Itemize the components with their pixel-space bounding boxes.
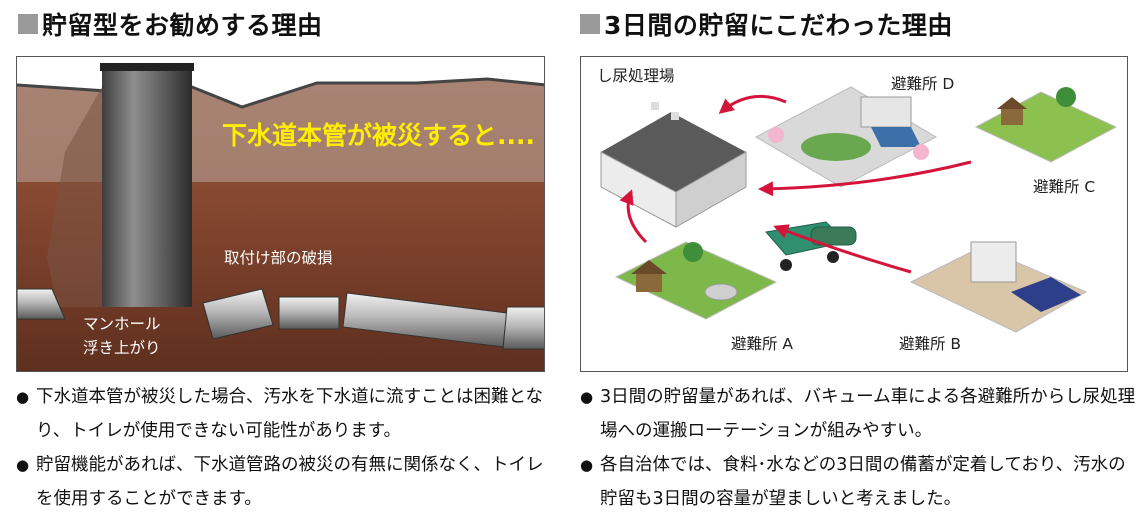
- list-item: ● 各自治体では、食料･水などの3日間の備蓄が定着しており、汚水の貯留も3日間の…: [580, 448, 1136, 514]
- manhole-label-line2: 浮き上がり: [83, 339, 161, 357]
- rotation-arrows: [619, 94, 972, 274]
- list-item: ● 貯留機能があれば、下水道管路の被災の有無に関係なく、トイレを使用することがで…: [16, 448, 556, 514]
- shelter-b-illustration: [909, 241, 1088, 333]
- sewer-damage-illustration: 下水道本管が被災すると.... 取付け部の破損 マンホール 浮き上がり: [16, 56, 545, 372]
- manhole-label-line1: マンホール: [83, 315, 161, 333]
- shelter-a-label: 避難所 A: [731, 335, 793, 353]
- bullet-icon: ●: [16, 456, 30, 474]
- shelter-d-label: 避難所 D: [891, 75, 954, 93]
- shelter-c-illustration: [974, 87, 1118, 163]
- joint-damage-label: 取付け部の破損: [224, 249, 333, 267]
- bullet-text: 貯留機能があれば、下水道管路の被災の有無に関係なく、トイレを使用することができま…: [36, 455, 544, 509]
- right-bullet-list: ● 3日間の貯留量があれば、バキューム車による各避難所からし尿処理場への運搬ロー…: [580, 380, 1136, 514]
- bullet-text: 下水道本管が被災した場合、汚水を下水道に流すことは困難となり、トイレが使用できな…: [36, 387, 543, 441]
- heading-square-icon: [580, 14, 600, 34]
- list-item: ● 3日間の貯留量があれば、バキューム車による各避難所からし尿処理場への運搬ロー…: [580, 380, 1136, 448]
- bullet-icon: ●: [580, 388, 594, 406]
- rotation-diagram-svg: し尿処理場 避難所 D 避難所 C: [597, 67, 1118, 353]
- bullet-text: 3日間の貯留量があれば、バキューム車による各避難所からし尿処理場への運搬ローテー…: [600, 387, 1136, 441]
- right-heading-text: 3日間の貯留にこだわった理由: [604, 11, 953, 40]
- left-heading-text: 貯留型をお勧めする理由: [42, 11, 323, 40]
- shelter-a-illustration: [614, 241, 778, 320]
- bullet-text: 各自治体では、食料･水などの3日間の備蓄が定着しており、汚水の貯留も3日間の容量…: [600, 455, 1126, 509]
- left-bullet-list: ● 下水道本管が被災した場合、汚水を下水道に流すことは困難となり、トイレが使用で…: [16, 380, 556, 514]
- list-item: ● 下水道本管が被災した場合、汚水を下水道に流すことは困難となり、トイレが使用で…: [16, 380, 556, 448]
- treatment-plant-building: [600, 102, 747, 228]
- shelter-d-illustration: [754, 86, 938, 188]
- shelter-b-label: 避難所 B: [899, 335, 961, 353]
- disaster-callout: 下水道本管が被災すると....: [222, 121, 535, 150]
- shelter-c-label: 避難所 C: [1033, 178, 1095, 196]
- sewer-damage-svg: 下水道本管が被災すると.... 取付け部の破損 マンホール 浮き上がり: [17, 57, 544, 371]
- heading-square-icon: [18, 14, 38, 34]
- rotation-diagram: し尿処理場 避難所 D 避難所 C: [580, 56, 1128, 372]
- bullet-icon: ●: [580, 456, 594, 474]
- plant-label: し尿処理場: [597, 67, 675, 85]
- sewer-pipes: [17, 288, 544, 350]
- bullet-icon: ●: [16, 388, 30, 406]
- left-heading: 貯留型をお勧めする理由: [18, 6, 323, 42]
- right-heading: 3日間の貯留にこだわった理由: [580, 6, 953, 42]
